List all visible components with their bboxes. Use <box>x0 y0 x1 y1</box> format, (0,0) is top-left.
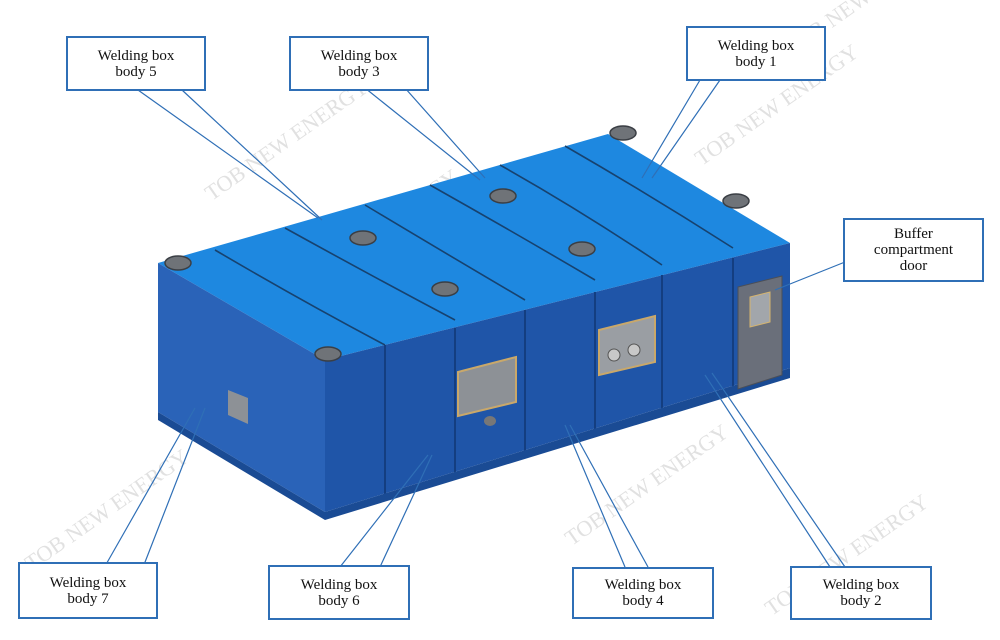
top-port <box>431 281 459 297</box>
top-port <box>568 241 596 257</box>
glove-port-left <box>607 348 621 362</box>
window-body-6 <box>457 355 517 418</box>
box-left-end-face <box>158 263 325 512</box>
top-port <box>609 125 637 141</box>
callout-line: door <box>899 258 928 274</box>
callout-line: body 5 <box>115 63 157 80</box>
box-top-surface <box>158 134 790 360</box>
callout-line: Welding box <box>97 47 175 64</box>
leader-body6 <box>339 454 433 568</box>
leader-body4 <box>564 424 649 568</box>
leader-body1 <box>641 79 721 179</box>
module-seams-front <box>384 258 734 497</box>
buffer-door-window <box>749 291 771 328</box>
top-port <box>489 188 517 204</box>
callout-body-2: Welding box body 2 <box>790 566 932 620</box>
glove-port-right <box>627 343 641 357</box>
leader-body2 <box>704 372 846 568</box>
callout-line: body 2 <box>840 593 882 609</box>
buffer-compartment-door <box>737 275 783 390</box>
callout-line: body 6 <box>318 592 360 609</box>
leader-buffer <box>774 261 846 291</box>
callout-body-7: Welding box body 7 <box>18 562 158 619</box>
callout-line: Welding box <box>320 47 398 64</box>
window-body-7 <box>228 390 248 424</box>
callout-line: compartment <box>873 242 954 258</box>
callout-line: Buffer <box>894 226 933 242</box>
callout-line: Welding box <box>49 574 127 591</box>
leader-body7 <box>99 407 206 576</box>
callout-line: Welding box <box>604 577 682 593</box>
callout-body-6: Welding box body 6 <box>268 565 410 620</box>
valve-fitting <box>484 416 496 426</box>
callout-body-1: Welding box body 1 <box>686 26 826 81</box>
box-front-face <box>325 243 790 512</box>
callout-line: body 1 <box>735 53 777 70</box>
callout-body-3: Welding box body 3 <box>289 36 429 91</box>
top-ports <box>164 125 750 362</box>
top-port <box>722 193 750 209</box>
callout-buffer-door: Buffer compartment door <box>843 218 984 282</box>
callout-body-4: Welding box body 4 <box>572 567 714 619</box>
leader-body5 <box>137 89 323 221</box>
callout-line: body 3 <box>338 63 380 80</box>
callout-line: Welding box <box>300 576 378 593</box>
module-seams-top <box>214 145 734 346</box>
top-port <box>314 346 342 362</box>
top-port <box>164 255 192 271</box>
top-port <box>349 230 377 246</box>
callout-body-5: Welding box body 5 <box>66 36 206 91</box>
callout-line: Welding box <box>717 37 795 54</box>
callout-line: body 7 <box>67 590 109 607</box>
leader-body3 <box>364 87 486 181</box>
callout-line: Welding box <box>822 577 900 593</box>
callout-line: body 4 <box>622 593 664 609</box>
leader-lines <box>99 79 846 576</box>
